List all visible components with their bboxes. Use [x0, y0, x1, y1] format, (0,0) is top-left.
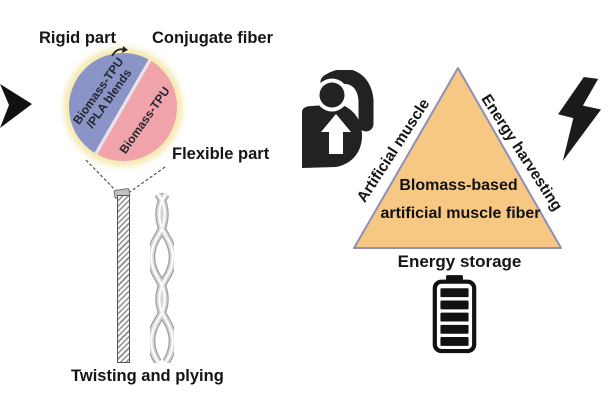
muscle-arm-icon	[302, 70, 374, 168]
triangle-center-line2: artificial muscle fiber	[380, 205, 541, 222]
energy-storage-label: Energy storage	[397, 252, 522, 271]
application-triangle	[353, 67, 562, 249]
flexible-segment-label: Biomass-TPU	[116, 84, 173, 157]
curved-arrow-icon	[111, 46, 128, 57]
rigid-part-label: Rigid part	[39, 29, 116, 47]
conjugate-fiber-cross-section: Biomass-TPU /PLA blends Biomass-TPU	[66, 50, 180, 164]
twisted-fiber-illustration	[117, 195, 130, 363]
plied-fiber-illustration	[150, 193, 174, 363]
rigid-segment-label: Biomass-TPU /PLA blends	[69, 53, 138, 137]
lightning-bolt-icon	[558, 77, 602, 162]
process-label: Twisting and plying	[71, 367, 224, 385]
dashed-leader-lines	[85, 159, 166, 195]
battery-icon	[432, 275, 477, 354]
conjugate-fiber-label: Conjugate fiber	[152, 29, 274, 47]
triangle-center-line1: Blomass-based	[399, 177, 518, 194]
flexible-part-label: Flexible part	[172, 145, 270, 163]
arrow-right-icon	[0, 84, 32, 128]
